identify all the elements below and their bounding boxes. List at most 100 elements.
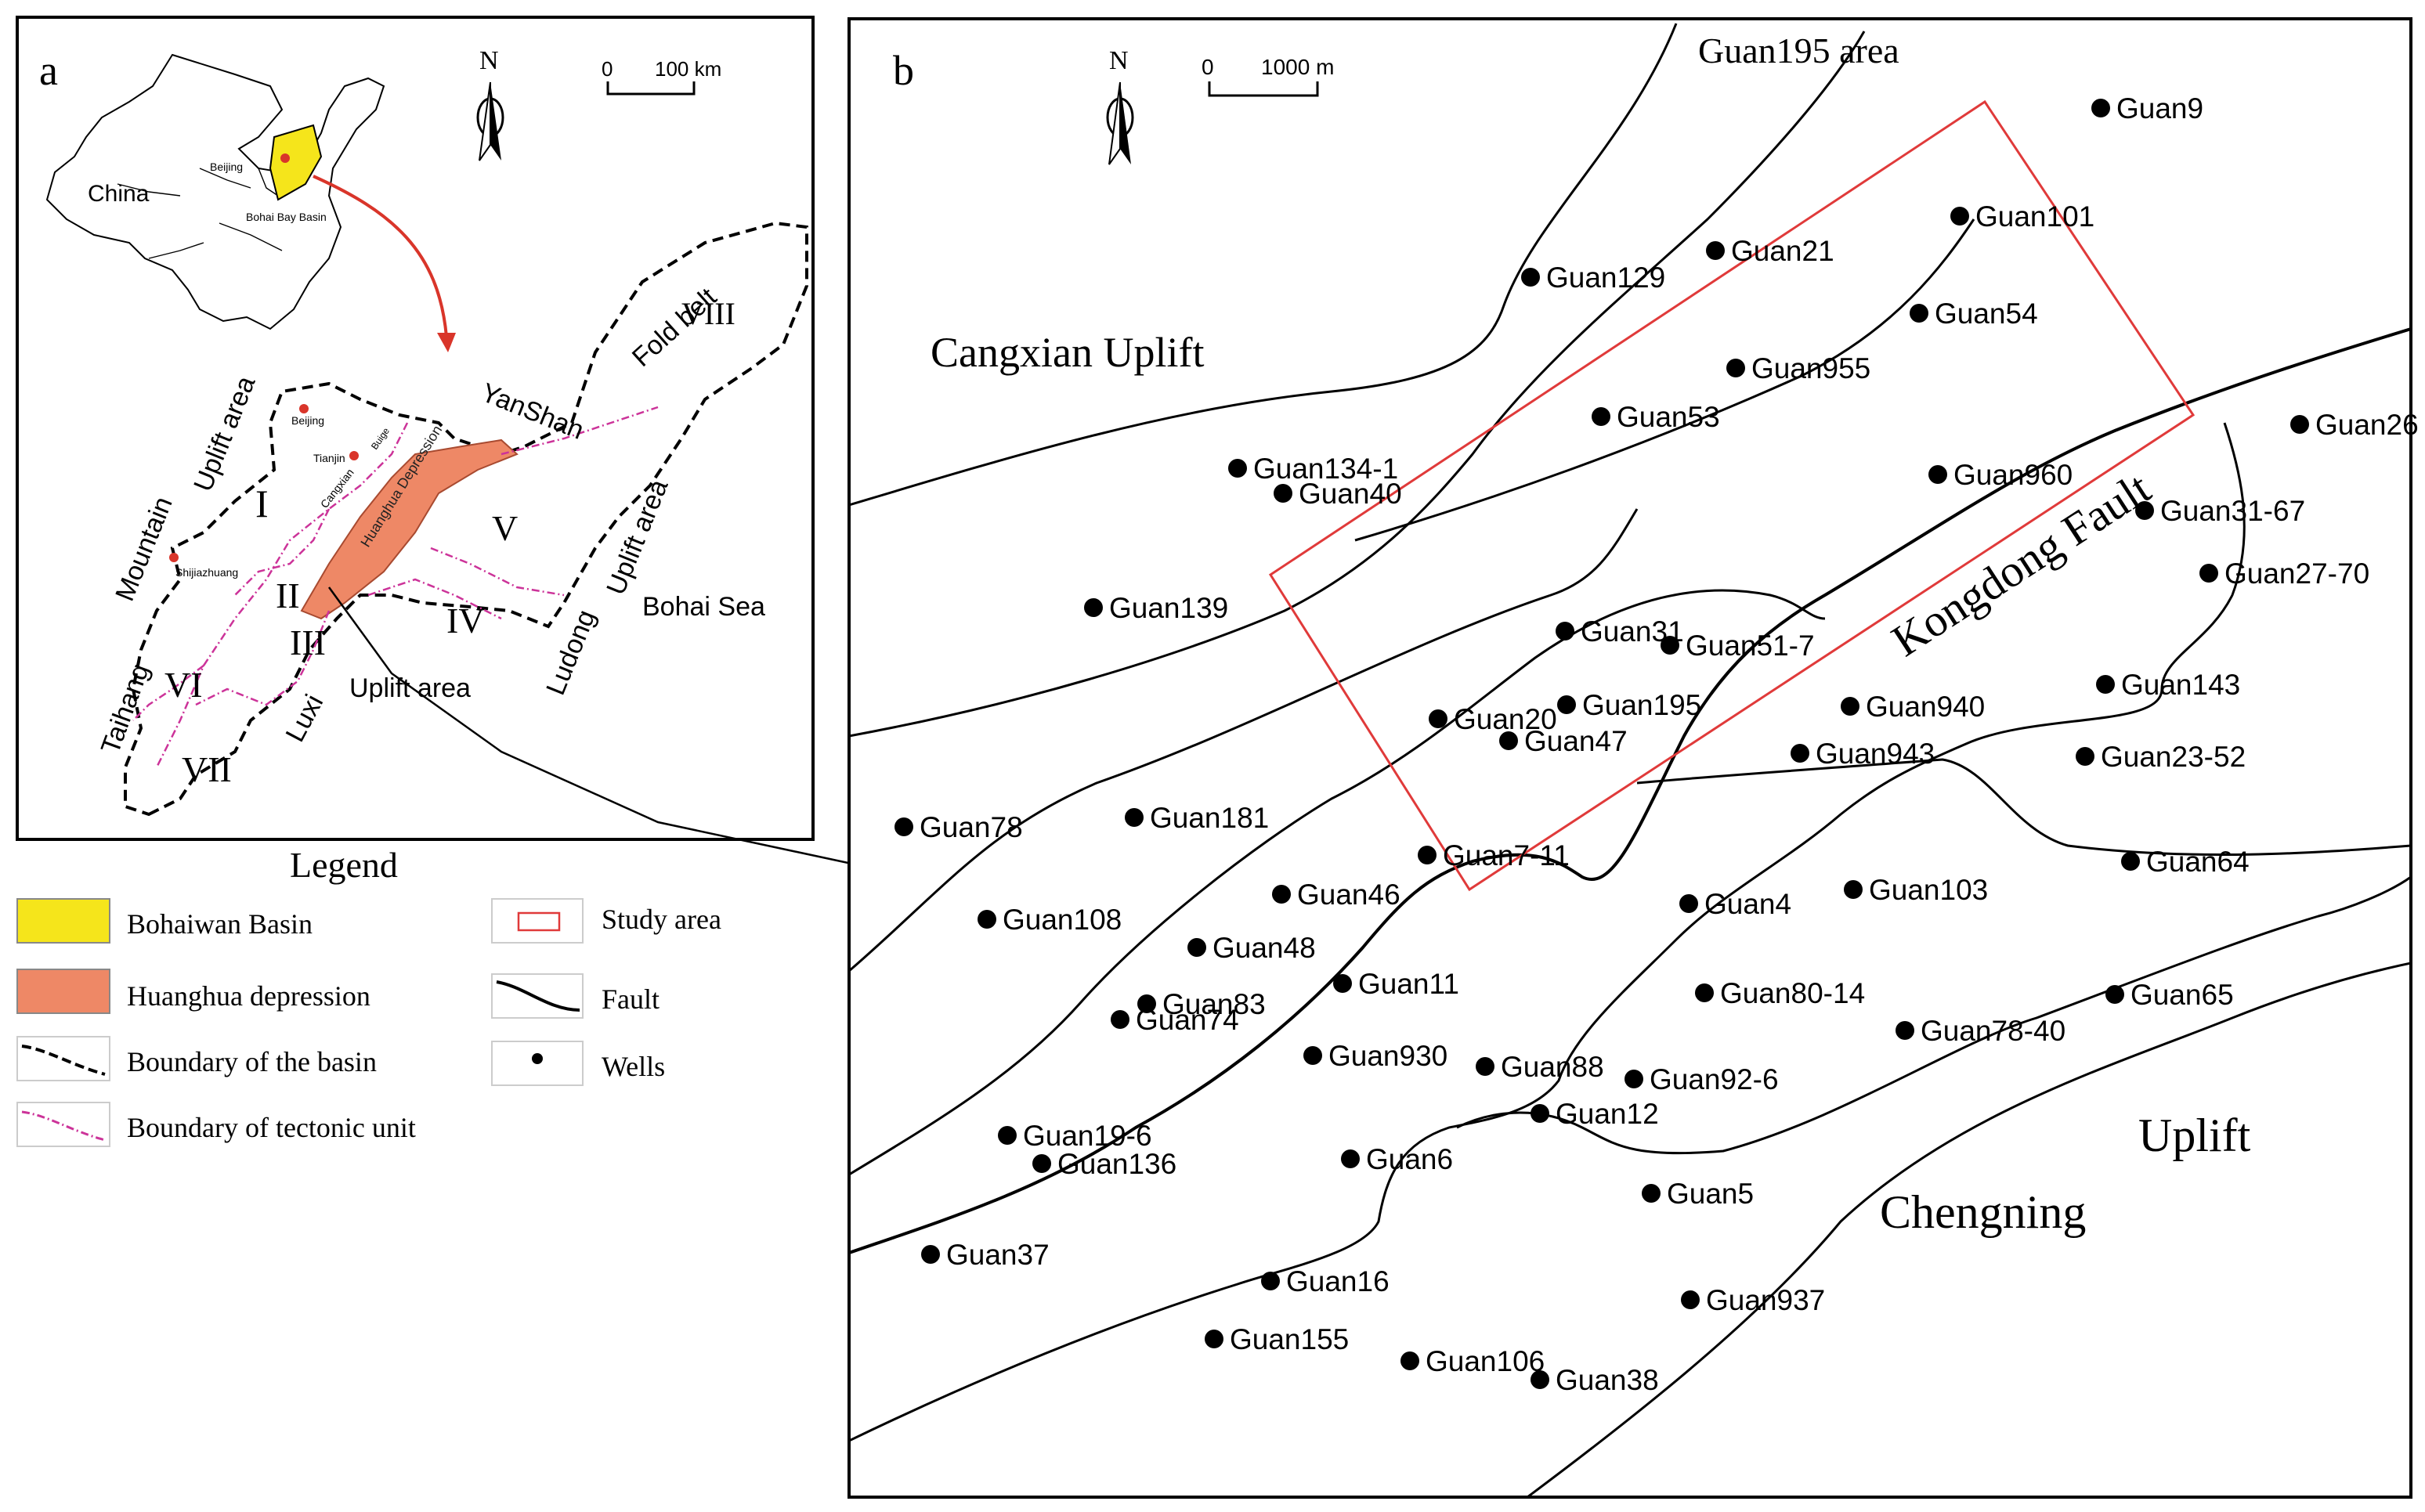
well-label: Guan11 bbox=[1358, 968, 1459, 1000]
well-guan937: Guan937 bbox=[1681, 1284, 1825, 1316]
wells-layer: Guan9Guan101Guan21Guan129Guan54Guan955Gu… bbox=[894, 92, 2419, 1396]
well-guan106: Guan106 bbox=[1400, 1345, 1545, 1377]
well-label: Guan6 bbox=[1366, 1143, 1453, 1175]
well-marker bbox=[2076, 747, 2094, 766]
well-label: Guan47 bbox=[1524, 725, 1628, 757]
well-label: Guan20 bbox=[1454, 703, 1557, 735]
legend-label-basin-boundary: Boundary of the basin bbox=[127, 1046, 377, 1077]
well-guan6: Guan6 bbox=[1341, 1143, 1453, 1175]
well-marker bbox=[1111, 1010, 1129, 1029]
well-guan74: Guan74 bbox=[1111, 1004, 1239, 1036]
well-marker bbox=[1896, 1021, 1914, 1040]
legend-swatch-huanghua bbox=[16, 969, 110, 1014]
legend-label-fault: Fault bbox=[602, 983, 660, 1015]
well-label: Guan16 bbox=[1286, 1265, 1390, 1297]
well-marker bbox=[1531, 1370, 1549, 1389]
panel-a-label: a bbox=[39, 47, 58, 94]
well-guan19-6: Guan19-6 bbox=[998, 1120, 1152, 1152]
well-guan16: Guan16 bbox=[1261, 1265, 1390, 1297]
well-marker bbox=[978, 910, 996, 929]
well-label: Guan4 bbox=[1704, 888, 1791, 920]
well-label: Guan83 bbox=[1162, 988, 1266, 1020]
well-guan143: Guan143 bbox=[2096, 669, 2240, 701]
well-guan27-70: Guan27-70 bbox=[2199, 558, 2369, 590]
beijing-city-dot bbox=[299, 404, 309, 413]
well-marker bbox=[998, 1126, 1017, 1145]
well-label: Guan103 bbox=[1869, 874, 1988, 906]
well-label: Guan53 bbox=[1617, 401, 1720, 433]
well-label: Guan31-67 bbox=[2160, 495, 2305, 527]
well-guan40: Guan40 bbox=[1274, 478, 1402, 510]
well-guan38: Guan38 bbox=[1531, 1364, 1659, 1396]
cangxian-uplift-label: Cangxian Uplift bbox=[931, 329, 1204, 376]
well-marker bbox=[1726, 359, 1745, 377]
well-guan83: Guan83 bbox=[1137, 988, 1266, 1020]
svg-text:0: 0 bbox=[1202, 55, 1214, 79]
shijiazhuang-dot bbox=[169, 553, 179, 562]
well-marker bbox=[1418, 846, 1437, 864]
well-marker bbox=[1032, 1154, 1051, 1173]
well-label: Guan78 bbox=[920, 811, 1023, 843]
legend-line-fault bbox=[496, 980, 580, 1012]
zoom-arrow-head bbox=[437, 333, 456, 352]
well-marker bbox=[2091, 99, 2110, 117]
well-marker bbox=[1274, 484, 1292, 503]
unit-IV-label: IV bbox=[446, 601, 485, 641]
well-label: Guan78-40 bbox=[1921, 1015, 2065, 1047]
legend-label-wells: Wells bbox=[602, 1051, 665, 1082]
well-marker bbox=[1084, 598, 1103, 617]
well-label: Guan51-7 bbox=[1686, 630, 1815, 662]
well-marker bbox=[1521, 268, 1540, 287]
well-label: Guan7-11 bbox=[1443, 839, 1570, 871]
scale-bar-b: 0 1000 m bbox=[1202, 55, 1334, 97]
well-label: Guan930 bbox=[1328, 1040, 1447, 1072]
legend-title: Legend bbox=[290, 845, 398, 885]
well-label: Guan139 bbox=[1109, 592, 1228, 624]
well-guan51-7: Guan51-7 bbox=[1661, 630, 1815, 662]
well-guan26: Guan26 bbox=[2290, 409, 2419, 441]
legend-swatch-study-area bbox=[491, 898, 584, 944]
well-marker bbox=[1341, 1149, 1360, 1168]
well-marker bbox=[1791, 744, 1809, 763]
well-marker bbox=[2121, 852, 2140, 871]
well-guan155: Guan155 bbox=[1205, 1323, 1349, 1355]
well-guan940: Guan940 bbox=[1841, 691, 1985, 723]
well-guan930: Guan930 bbox=[1303, 1040, 1447, 1072]
well-label: Guan129 bbox=[1546, 262, 1665, 294]
well-marker bbox=[1531, 1104, 1549, 1123]
well-guan955: Guan955 bbox=[1726, 352, 1870, 384]
well-marker bbox=[1429, 709, 1447, 728]
well-label: Guan937 bbox=[1706, 1284, 1825, 1316]
well-marker bbox=[1844, 880, 1863, 899]
legend-label-tectonic: Boundary of tectonic unit bbox=[127, 1112, 416, 1143]
well-label: Guan5 bbox=[1667, 1178, 1754, 1210]
well-label: Guan12 bbox=[1556, 1098, 1659, 1130]
well-marker bbox=[1557, 695, 1576, 714]
unit-VII-label: VII bbox=[182, 749, 232, 789]
unit-III-label: III bbox=[290, 622, 326, 662]
svg-text:N: N bbox=[1109, 46, 1129, 75]
well-guan103: Guan103 bbox=[1844, 874, 1988, 906]
well-marker bbox=[2135, 501, 2154, 520]
tectonic-boundaries bbox=[132, 406, 659, 768]
legend-label-study-area: Study area bbox=[602, 904, 721, 935]
well-label: Guan26 bbox=[2315, 409, 2419, 441]
bohai-bay-small-label: Bohai Bay Basin bbox=[246, 211, 327, 223]
well-marker bbox=[1950, 207, 1969, 226]
basin-boundary bbox=[124, 221, 808, 817]
well-marker bbox=[1499, 731, 1518, 750]
chengning-label: Chengning bbox=[1880, 1186, 2086, 1238]
well-guan139: Guan139 bbox=[1084, 592, 1228, 624]
well-guan11: Guan11 bbox=[1333, 968, 1459, 1000]
well-marker bbox=[1706, 241, 1725, 260]
well-marker bbox=[1679, 894, 1698, 913]
well-label: Guan40 bbox=[1299, 478, 1402, 510]
well-marker bbox=[1272, 885, 1291, 904]
link-arrow-line bbox=[327, 586, 878, 871]
well-marker bbox=[1592, 407, 1610, 426]
well-marker bbox=[1556, 622, 1574, 641]
well-guan78: Guan78 bbox=[894, 811, 1023, 843]
well-guan20: Guan20 bbox=[1429, 703, 1557, 735]
well-marker bbox=[2290, 415, 2309, 434]
well-guan37: Guan37 bbox=[921, 1239, 1050, 1271]
